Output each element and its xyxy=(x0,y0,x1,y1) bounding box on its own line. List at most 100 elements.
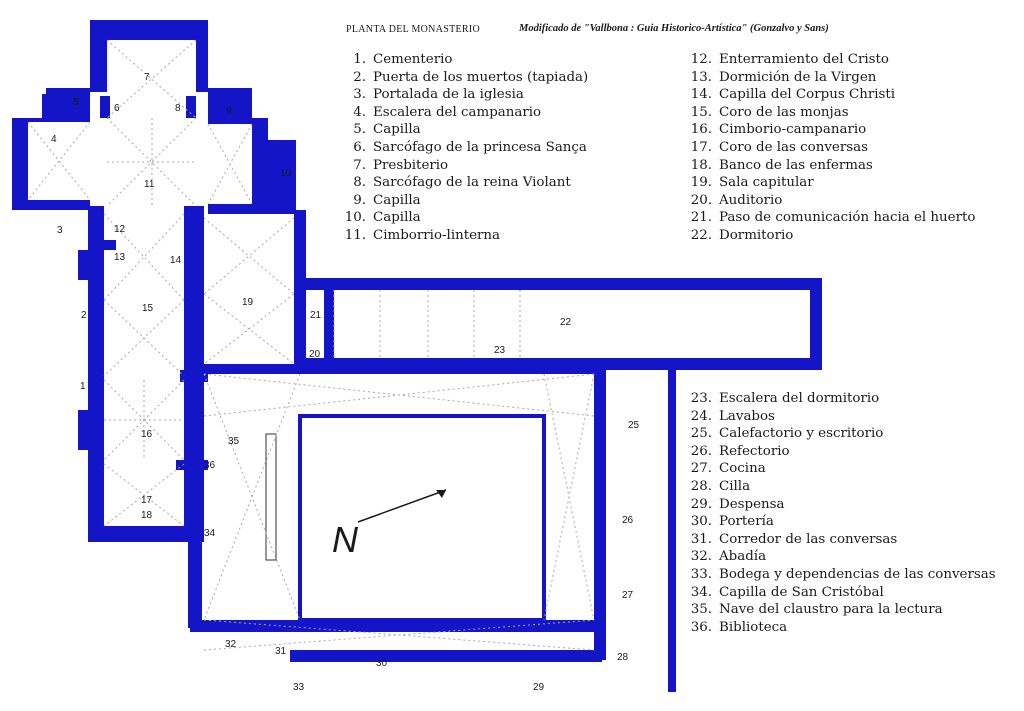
legend-item-label: Cocina xyxy=(719,461,766,477)
room-number: 20 xyxy=(309,349,321,360)
legend-item: 16. Cimborio-campanario xyxy=(686,121,975,139)
source-credit: Modificado de "Vallbona : Guia Historico… xyxy=(519,23,829,34)
legend-item: 28.Cilla xyxy=(686,478,996,496)
legend-item-number: 3. xyxy=(353,87,366,103)
legend-item-number: 11. xyxy=(344,227,366,243)
legend-item-label: Capilla del Corpus Christi xyxy=(719,87,896,103)
room-number: 31 xyxy=(275,646,287,657)
west-door xyxy=(78,250,90,280)
room-number: 13 xyxy=(114,252,126,263)
legend-item-number: 32. xyxy=(690,549,712,565)
legend-item-label: Coro de las conversas xyxy=(719,139,868,155)
room-number: 36 xyxy=(204,460,216,471)
legend-item: 23.Escalera del dormitorio xyxy=(686,390,996,408)
legend-item-number: 16. xyxy=(690,122,712,138)
north-label: N xyxy=(332,519,359,560)
room-number: 29 xyxy=(533,682,545,693)
legend-item-number: 31. xyxy=(690,531,712,547)
legend-item-number: 10. xyxy=(344,210,366,226)
legend-item-label: Dormitorio xyxy=(719,227,794,243)
legend-item-label: Biblioteca xyxy=(719,619,788,635)
legend-item: 8.Sarcófago de la reina Violant xyxy=(340,174,588,192)
room-number: 4 xyxy=(51,134,57,145)
legend-item: 1.Cementerio xyxy=(340,51,588,69)
legend-item-label: Corredor de las conversas xyxy=(719,531,898,547)
nave-divider xyxy=(104,240,116,250)
legend-item-number: 17. xyxy=(690,139,712,155)
legend-item-number: 9. xyxy=(353,192,366,208)
legend-item-number: 18. xyxy=(690,157,712,173)
legend-item-label: Escalera del campanario xyxy=(373,104,542,120)
chapel-pillar xyxy=(100,96,110,118)
legend-item-label: Bodega y dependencias de las conversas xyxy=(719,566,996,582)
legend-item-label: Nave del claustro para la lectura xyxy=(719,602,943,618)
legend-item-label: Capilla xyxy=(373,192,421,208)
legend-item: 36.Biblioteca xyxy=(686,619,996,637)
legend-item-number: 20. xyxy=(690,192,712,208)
legend-item: 10.Capilla xyxy=(340,209,588,227)
room-number: 26 xyxy=(622,515,634,526)
cloister-wall-west xyxy=(188,540,202,628)
legend-item-number: 6. xyxy=(353,139,366,155)
apse-wall xyxy=(90,20,208,92)
dormitory-wall-east xyxy=(810,278,822,370)
legend-item: 17. Coro de las conversas xyxy=(686,139,975,157)
legend-item-number: 30. xyxy=(690,514,712,530)
room-number: 18 xyxy=(141,510,153,521)
legend-item-label: Sarcófago de la princesa Sança xyxy=(373,139,587,155)
legend-item-label: Cilla xyxy=(719,478,751,494)
legend-item-label: Capilla xyxy=(373,122,421,138)
legend-item: 35. Nave del claustro para la lectura xyxy=(686,601,996,619)
legend-item-number: 5. xyxy=(353,122,366,138)
legend-item-label: Cimborio-campanario xyxy=(719,122,867,138)
legend-item-label: Puerta de los muertos (tapiada) xyxy=(373,69,589,85)
legend-item: 4.Escalera del campanario xyxy=(340,104,588,122)
legend-item-number: 24. xyxy=(690,408,712,424)
legend-item-label: Cimborrio-linterna xyxy=(373,227,501,243)
room-number: 33 xyxy=(293,682,305,693)
legend-item: 20.Auditorio xyxy=(686,192,975,210)
legend-item-number: 8. xyxy=(353,175,366,191)
legend-item-label: Escalera del dormitorio xyxy=(719,391,880,406)
room-number: 35 xyxy=(228,436,240,447)
legend-item: 15.Coro de las monjas xyxy=(686,104,975,122)
legend-item: 9. Capilla xyxy=(340,192,588,210)
room-number: 27 xyxy=(622,590,634,601)
legend-item-label: Lavabos xyxy=(719,408,775,424)
legend-item-label: Paso de comunicación hacia el huerto xyxy=(719,210,976,226)
room-number: 30 xyxy=(376,658,388,669)
legend-item-number: 35. xyxy=(690,602,712,618)
legend-item-label: Portalada de la iglesia xyxy=(373,87,524,103)
cloister-wall-north xyxy=(204,364,606,374)
legend-item-number: 34. xyxy=(690,584,712,600)
legend-item-number: 27. xyxy=(690,461,712,477)
nave-pillar xyxy=(176,460,208,470)
transept-wall xyxy=(12,88,90,210)
room-number: 32 xyxy=(225,639,237,650)
room-number: 10 xyxy=(280,168,292,179)
legend-item: 22.Dormitorio xyxy=(686,227,975,245)
legend-item-label: Abadía xyxy=(719,549,767,565)
nave-pillar xyxy=(180,370,208,382)
dormitory-wall-west xyxy=(324,286,334,364)
legend-item: 11. Cimborrio-linterna xyxy=(340,227,588,245)
west-door xyxy=(78,410,90,450)
legend-item-label: Presbiterio xyxy=(373,157,449,173)
legend-item: 19.Sala capitular xyxy=(686,174,975,192)
legend-item: 32. Abadía xyxy=(686,548,996,566)
room-number: 9 xyxy=(226,106,232,117)
legend-item: 13.Dormición de la Virgen xyxy=(686,69,975,87)
legend-item-number: 25. xyxy=(690,426,712,442)
legend-item-number: 21. xyxy=(690,210,712,226)
cloister-walls xyxy=(188,210,822,692)
room-number: 6 xyxy=(114,103,120,114)
legend-item-number: 12. xyxy=(690,52,712,67)
legend-item: 12.Enterramiento del Cristo xyxy=(686,51,975,69)
legend-item: 33.Bodega y dependencias de las conversa… xyxy=(686,566,996,584)
nave-wall-west xyxy=(88,206,104,540)
room-number: 3 xyxy=(57,225,63,236)
